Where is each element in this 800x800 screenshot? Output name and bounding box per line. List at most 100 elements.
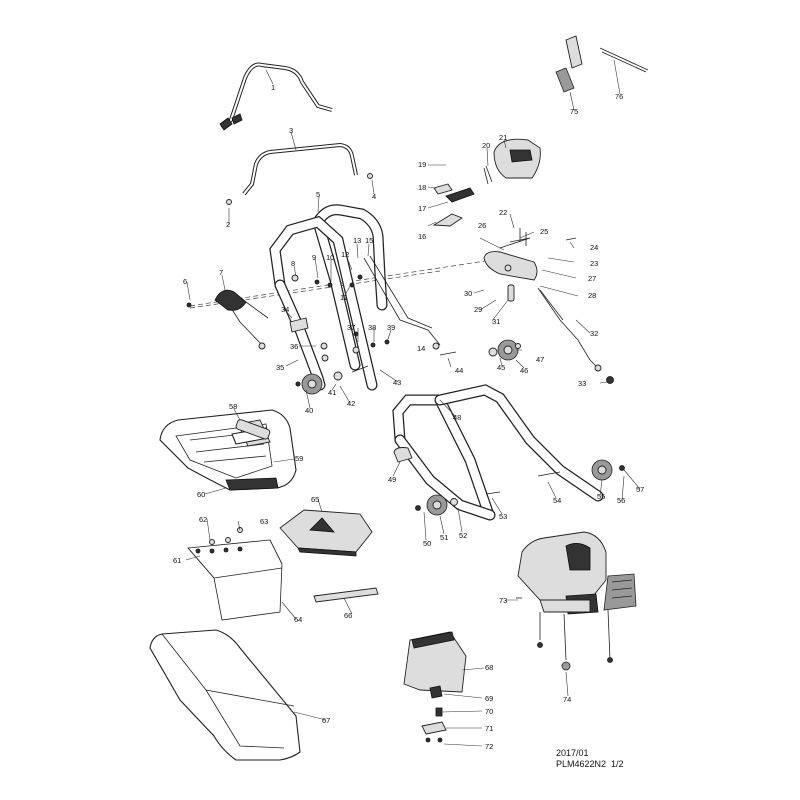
callout-31: 31	[492, 317, 500, 326]
upper-handle-bar	[219, 62, 333, 131]
callout-48: 48	[453, 413, 461, 422]
engine	[516, 531, 637, 671]
callout-33: 33	[578, 379, 586, 388]
callout-56: 56	[617, 496, 625, 505]
catcher-rod	[313, 587, 379, 603]
brake-lever-assembly	[432, 138, 577, 302]
catcher-frame	[187, 527, 283, 621]
callout-45: 45	[497, 363, 505, 372]
model-page-number: PLM4622N2 1/2	[556, 759, 624, 769]
revision-date: 2017/01	[556, 748, 589, 758]
callout-21: 21	[499, 133, 507, 142]
callout-55: 55	[597, 492, 605, 501]
callout-leaders	[185, 59, 641, 747]
callout-65: 65	[311, 495, 319, 504]
callout-28: 28	[588, 291, 596, 300]
callout-62: 62	[199, 515, 207, 524]
callout-70: 70	[485, 707, 493, 716]
callout-32: 32	[590, 329, 598, 338]
callout-63: 63	[260, 517, 268, 526]
callout-73: 73	[499, 596, 507, 605]
callout-10: 10	[326, 253, 334, 262]
callout-25: 25	[540, 227, 548, 236]
callout-68: 68	[485, 663, 493, 672]
callout-3: 3	[289, 126, 293, 135]
upper-handle-frame	[269, 204, 388, 391]
callout-67: 67	[322, 716, 330, 725]
callout-53: 53	[499, 512, 507, 521]
callout-numbers: 1 2 3 4 5 6 7 8 9 10 11 12 13 14 15 16 1…	[173, 83, 644, 751]
callout-9: 9	[312, 253, 316, 262]
callout-24: 24	[590, 243, 598, 252]
mulching-plate	[279, 509, 373, 557]
callout-57: 57	[636, 485, 644, 494]
callout-26: 26	[478, 221, 486, 230]
callout-40: 40	[305, 406, 313, 415]
callout-72: 72	[485, 742, 493, 751]
callout-47: 47	[536, 355, 544, 364]
callout-20: 20	[482, 141, 490, 150]
callout-35: 35	[276, 363, 284, 372]
callout-51: 51	[440, 533, 448, 542]
callout-18: 18	[418, 183, 426, 192]
control-cables	[225, 255, 441, 350]
callout-52: 52	[459, 531, 467, 540]
callout-71: 71	[485, 724, 493, 733]
callout-16: 16	[418, 232, 426, 241]
callout-1: 1	[271, 83, 275, 92]
callout-38: 38	[368, 323, 376, 332]
drawing-footer: 2017/01 PLM4622N2 1/2	[556, 748, 624, 770]
callout-69: 69	[485, 694, 493, 703]
callout-76: 76	[615, 92, 623, 101]
callout-22: 22	[499, 208, 507, 217]
callout-37: 37	[347, 323, 355, 332]
callout-58: 58	[229, 402, 237, 411]
callout-19: 19	[418, 160, 426, 169]
callout-66: 66	[344, 611, 352, 620]
callout-75: 75	[570, 107, 578, 116]
callout-44: 44	[455, 366, 463, 375]
callout-36: 36	[290, 342, 298, 351]
callout-41: 41	[328, 388, 336, 397]
callout-14: 14	[417, 344, 425, 353]
callout-39: 39	[387, 323, 395, 332]
callout-43: 43	[393, 378, 401, 387]
callout-23: 23	[590, 259, 598, 268]
callout-49: 49	[388, 475, 396, 484]
callout-30: 30	[464, 289, 472, 298]
callout-7: 7	[219, 268, 223, 277]
grass-catcher-lid	[159, 409, 297, 491]
callout-4: 4	[372, 192, 376, 201]
callout-61: 61	[173, 556, 181, 565]
callout-59: 59	[295, 454, 303, 463]
grass-catcher-bag	[149, 629, 301, 761]
callout-54: 54	[553, 496, 561, 505]
callout-17: 17	[418, 204, 426, 213]
callout-42: 42	[347, 399, 355, 408]
callout-6: 6	[183, 277, 187, 286]
callout-12: 12	[341, 250, 349, 259]
adjustment-knobs	[301, 339, 613, 516]
callout-64: 64	[294, 615, 302, 624]
lower-handle-frame	[392, 384, 604, 521]
callout-2: 2	[226, 220, 230, 229]
callout-8: 8	[291, 259, 295, 268]
side-discharge-assembly	[403, 631, 467, 743]
drive-cable	[537, 287, 614, 384]
callout-11: 11	[340, 293, 348, 302]
callout-50: 50	[423, 539, 431, 548]
cable-clips	[289, 317, 413, 463]
callout-60: 60	[197, 490, 205, 499]
callout-29: 29	[474, 305, 482, 314]
callout-27: 27	[588, 274, 596, 283]
callout-15: 15	[365, 236, 373, 245]
callout-46: 46	[520, 366, 528, 375]
callout-74: 74	[563, 695, 571, 704]
lower-handle-bar	[242, 142, 358, 196]
callout-13: 13	[353, 236, 361, 245]
spark-plug-wrench	[555, 35, 649, 93]
callout-34: 34	[281, 305, 289, 314]
throttle-lever	[214, 289, 269, 319]
callout-5: 5	[316, 190, 320, 199]
